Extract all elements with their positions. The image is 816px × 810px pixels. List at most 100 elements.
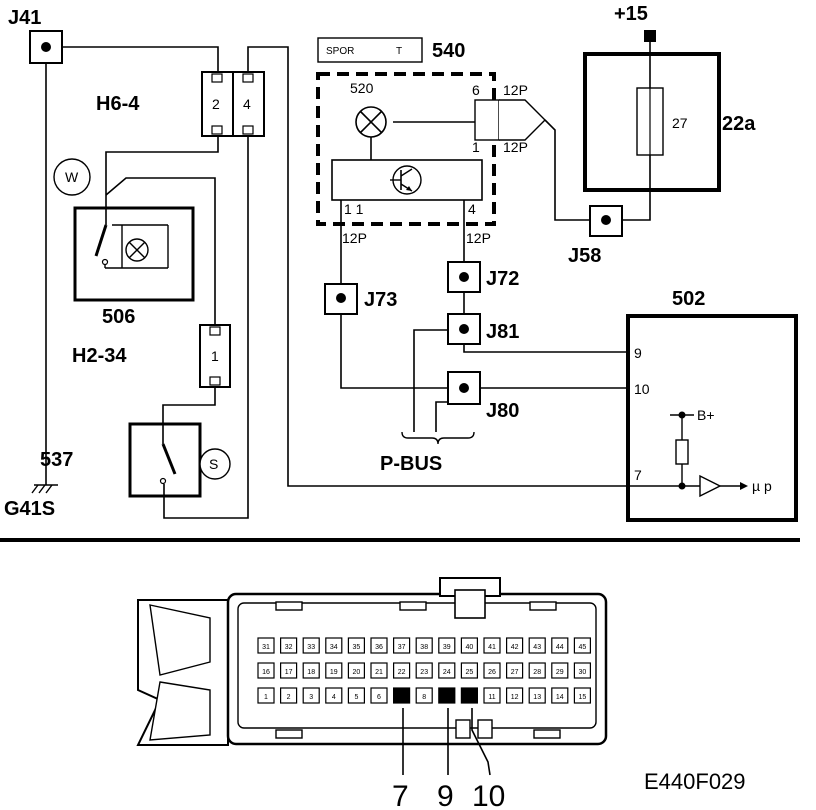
connector-pin-label: 40 [466, 644, 474, 651]
junction-j73: J73 [324, 283, 397, 315]
connector-pin-label: 11 [488, 694, 495, 701]
connector-pin [528, 687, 546, 704]
connector-pin [280, 637, 298, 654]
j73-label: J73 [364, 289, 397, 311]
switch-w: W [53, 158, 91, 196]
pin7-label: 7 [634, 467, 642, 483]
connector-pin [483, 662, 501, 679]
j80-label: J80 [486, 400, 519, 422]
connector-pin [325, 687, 343, 704]
pin6-label: 6 [472, 82, 480, 98]
p12a-label: 12P [503, 82, 528, 98]
connector-pin [257, 687, 275, 704]
pin-callouts [402, 708, 491, 776]
connector-pin [460, 662, 478, 679]
connector-pin [347, 637, 365, 654]
connector-pin [460, 637, 478, 654]
connector-pin-label: 4 [332, 694, 336, 701]
c22a-label: 22a [722, 113, 756, 135]
module-540: 520 1 1 4 12P 12P 6 1 12P 12P [316, 72, 546, 246]
pin11-label: 1 1 [344, 201, 364, 217]
c502-label: 502 [672, 288, 705, 310]
connector-pin-label: 17 [285, 669, 293, 676]
connector-pin-label: 31 [262, 644, 270, 651]
connector-pin-label: 38 [420, 644, 428, 651]
pbus-label: P-BUS [380, 453, 442, 475]
connector-pin-label: 34 [330, 644, 338, 651]
h2-34-pin1-label: 1 [211, 348, 219, 364]
connector-pin-label: 23 [420, 669, 428, 676]
connector-pin [325, 662, 343, 679]
connector-pin [483, 637, 501, 654]
connector-pin-label: 12 [511, 694, 519, 701]
callout-9: 9 [437, 780, 454, 810]
h2-34-label: H2-34 [72, 345, 127, 367]
plus15-label: +15 [614, 3, 648, 25]
pin1-label: 1 [472, 139, 480, 155]
connector-pin-label: 44 [556, 644, 564, 651]
connector-pin-label: 13 [533, 694, 541, 701]
connector-pin [370, 687, 388, 704]
callout-7: 7 [392, 780, 409, 810]
component-22a: +15 27 22a [583, 3, 756, 192]
pin4-label: 4 [468, 201, 476, 217]
j72-label: J72 [486, 268, 519, 290]
j81-label: J81 [486, 321, 519, 343]
connector-pin [573, 637, 592, 654]
connector-pin [506, 637, 524, 654]
connector-h6-4: 2 4 H6-4 [96, 71, 265, 137]
switch-w-label: W [65, 169, 79, 185]
pin9-label: 9 [634, 345, 642, 361]
pbus-brace [401, 431, 475, 445]
connector-pin [573, 662, 592, 679]
mup-label: µ p [752, 478, 772, 494]
connector-pin [347, 662, 365, 679]
connector-pin [551, 637, 569, 654]
connector-pin [370, 662, 388, 679]
pin10-label: 10 [634, 381, 650, 397]
connector-pin [528, 637, 546, 654]
connector-pin-label: 14 [556, 694, 564, 701]
connector-pin [280, 662, 298, 679]
connector-pin-label: 1 [264, 694, 268, 701]
connector-pin-label: 15 [579, 694, 587, 701]
connector-pin [415, 687, 433, 704]
connector-pin [347, 687, 365, 704]
j41-label: J41 [8, 7, 41, 29]
connector-pin-label: 3 [309, 694, 313, 701]
connector-pin-label: 21 [375, 669, 383, 676]
connector-pin-label: 16 [262, 669, 270, 676]
connector-pin [302, 662, 320, 679]
c506-label: 506 [102, 306, 135, 328]
connector-pin-label: 39 [443, 644, 451, 651]
connector-pin [483, 687, 501, 704]
component-502: 502 9 10 7 B+ µ p [626, 288, 798, 522]
connector-pin [573, 687, 592, 704]
connector-pin [551, 687, 569, 704]
connector-pin-label: 42 [511, 644, 519, 651]
h6-4-pin2-label: 2 [212, 96, 220, 112]
p12d-label: 12P [466, 230, 491, 246]
connector-pin [370, 637, 388, 654]
connector-pin-label: 29 [556, 669, 564, 676]
connector-pin [280, 687, 298, 704]
connector-pin-label: 22 [398, 669, 406, 676]
connector-pin-label: 37 [398, 644, 406, 651]
p12c-label: 12P [342, 230, 367, 246]
connector-pin [506, 687, 524, 704]
connector-h2-34: 1 H2-34 [72, 324, 231, 388]
connector-pin-label: 8 [422, 694, 426, 701]
component-506: 506 [73, 195, 195, 328]
callout-10: 10 [472, 780, 505, 810]
connector-pin [506, 662, 524, 679]
c537-label: 537 [40, 449, 73, 471]
connector-pin-label: 30 [579, 669, 587, 676]
connector-pin [460, 687, 478, 704]
junction-j72: J72 [447, 261, 519, 293]
c540-label: 540 [432, 40, 465, 62]
h6-4-pin4-label: 4 [243, 96, 251, 112]
connector-pin-label: 26 [488, 669, 496, 676]
junction-j58: J58 [568, 205, 623, 267]
connector-pin-label: 25 [466, 669, 474, 676]
